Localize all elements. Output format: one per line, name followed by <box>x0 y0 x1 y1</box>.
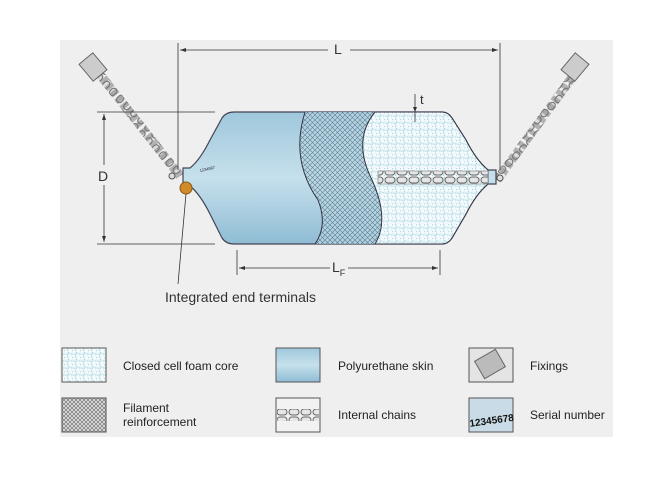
left-fixing-icon <box>78 52 108 82</box>
dim-t: t <box>420 92 424 107</box>
body-serial: 1234567 <box>199 165 216 173</box>
dim-LF-sub: F <box>339 267 346 278</box>
dimension-lines <box>97 43 501 285</box>
dim-LF-main: L <box>332 259 340 275</box>
legend-skin-swatch <box>275 347 321 383</box>
legend-label-serial: Serial number <box>530 408 605 422</box>
fixing-icon <box>473 348 507 380</box>
legend-label-foam: Closed cell foam core <box>123 359 239 373</box>
legend-label-chains: Internal chains <box>338 408 417 422</box>
legend-label-fixings: Fixings <box>530 359 569 373</box>
internal-chain <box>377 170 489 185</box>
legend-label-skin: Polyurethane skin <box>338 359 434 373</box>
right-chain <box>493 52 590 183</box>
right-fixing-icon <box>560 52 590 82</box>
end-terminal <box>179 181 193 195</box>
callout-end-terminals: Integrated end terminals <box>165 289 316 305</box>
legend-label-filament: Filament reinforcement <box>123 401 197 429</box>
filament-section <box>299 112 382 244</box>
dim-D: D <box>98 168 109 184</box>
legend-filament-swatch <box>61 397 107 433</box>
dim-L: L <box>334 41 342 57</box>
left-chain <box>78 52 184 179</box>
legend-foam-swatch <box>61 347 107 383</box>
dim-LF: LF <box>332 259 345 278</box>
legend-serial-swatch <box>468 397 514 433</box>
